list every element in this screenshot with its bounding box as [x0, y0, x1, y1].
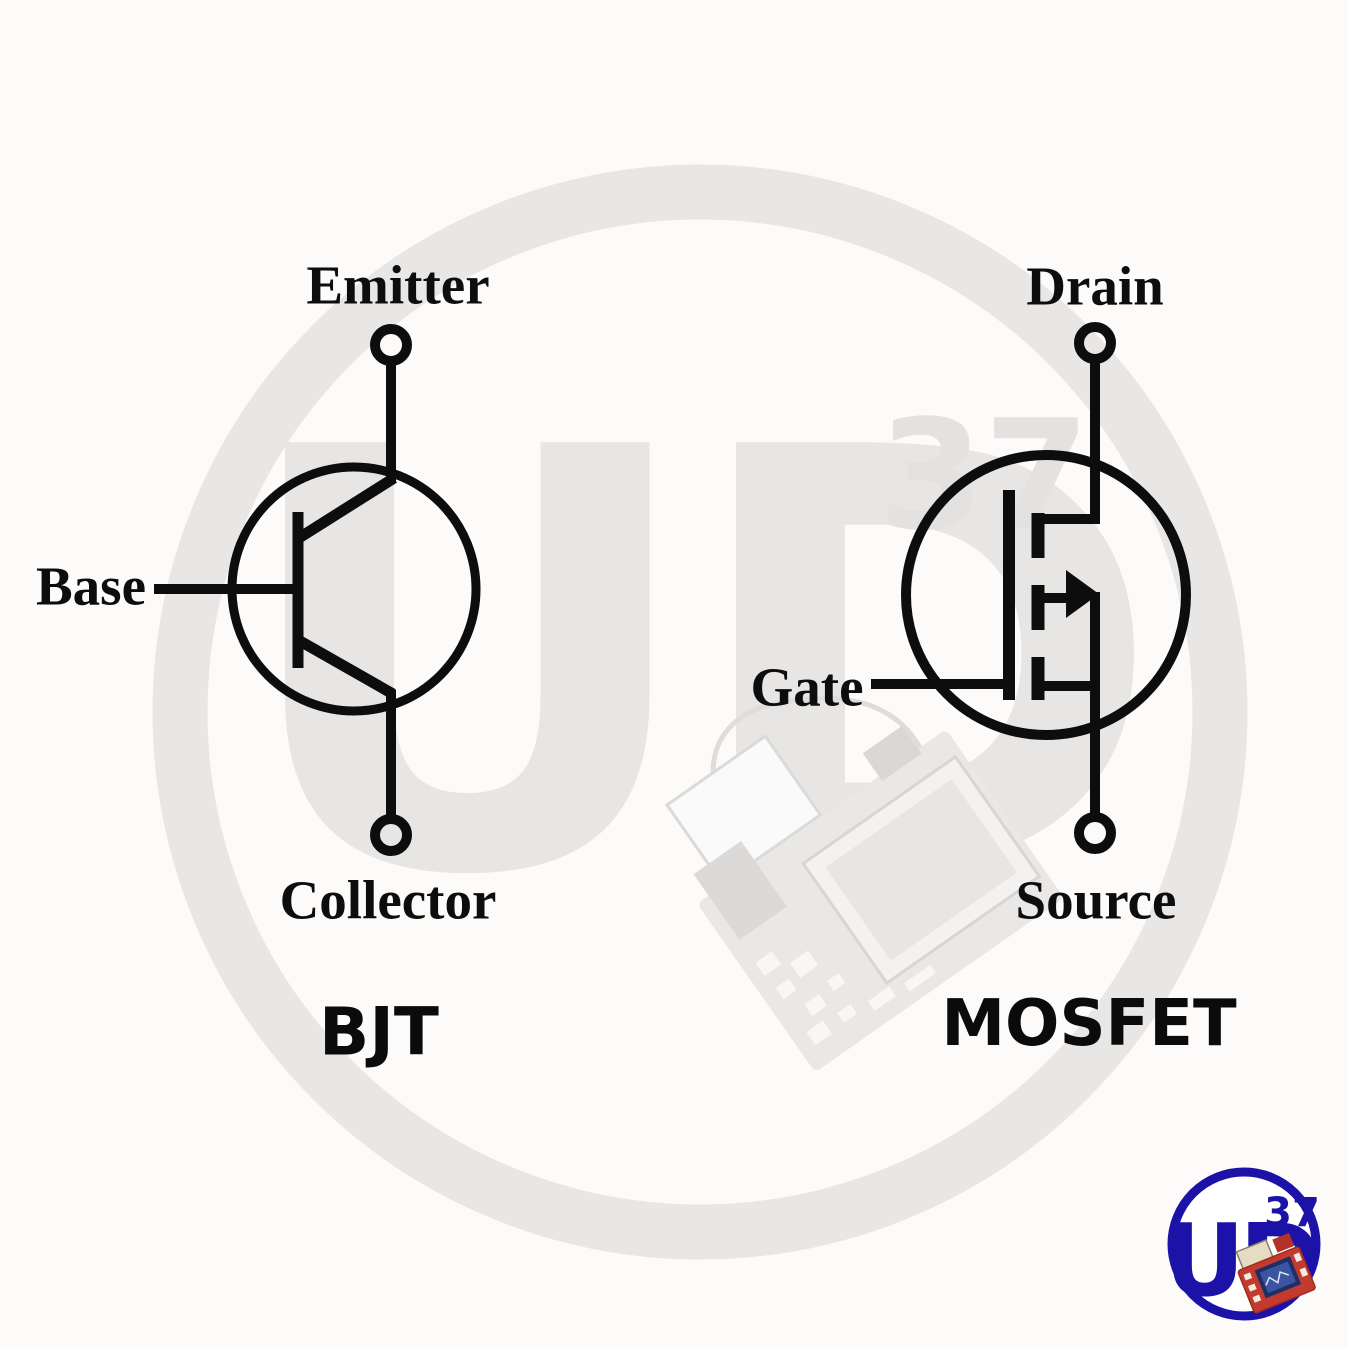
pcb-ghost-pad	[837, 1003, 858, 1023]
logo-pcb-pad	[1293, 1252, 1303, 1263]
pcb-ghost-pad	[755, 951, 782, 976]
pcb-ghost-pad	[775, 978, 797, 1000]
logo-pcb-trace	[1265, 1271, 1290, 1286]
bjt-emitter-diagonal	[296, 473, 397, 543]
mosfet-body-circle	[901, 450, 1191, 740]
logo-number-text: 37	[1264, 1190, 1320, 1236]
logo-pcb-screen-inner	[1259, 1261, 1296, 1294]
pcb-ghost-battery	[693, 841, 787, 940]
pcb-ghost-pack	[664, 734, 823, 886]
pcb-ghost-pad	[804, 994, 827, 1016]
pcb-ghost-pad	[789, 950, 819, 978]
bjt-emitter-label: Emitter	[306, 254, 490, 316]
watermark-number-text: 37	[878, 387, 1090, 564]
pcb-ghost-pad	[904, 964, 937, 992]
mosfet-gate-label: Gate	[750, 656, 864, 718]
logo-pcb-image	[1235, 1232, 1316, 1314]
bjt-collector-diagonal	[297, 636, 396, 699]
bjt-collector-terminal	[370, 814, 412, 856]
bjt-emitter-terminal	[370, 324, 412, 366]
pcb-ghost-pad	[867, 986, 897, 1012]
bjt-title: BJT	[319, 993, 439, 1071]
bjt-collector-label: Collector	[279, 869, 497, 931]
bjt-base-label: Base	[36, 555, 146, 617]
pcb-ghost-wire-right	[779, 695, 923, 750]
mosfet-body-arrow	[1066, 570, 1099, 618]
mosfet-symbol	[871, 322, 1191, 854]
pcb-ghost-connector	[862, 725, 922, 782]
logo-pcb-pad	[1252, 1294, 1262, 1303]
pcb-ghost-screen	[825, 779, 1017, 961]
watermark-pcb-image	[664, 695, 1062, 1071]
logo-pcb-connector	[1272, 1232, 1295, 1253]
mosfet-drain-terminal	[1074, 322, 1116, 364]
pcb-ghost-pad	[806, 1020, 833, 1046]
mosfet-drain-label: Drain	[1026, 255, 1164, 317]
mosfet-source-terminal	[1074, 812, 1116, 854]
logo-pcb-pad	[1243, 1272, 1253, 1281]
watermark-ring	[152, 164, 1248, 1260]
mosfet-title: MOSFET	[941, 987, 1237, 1061]
bjt-symbol	[154, 324, 481, 856]
mosfet-source-label: Source	[1015, 869, 1177, 931]
pcb-ghost-pad	[826, 973, 846, 991]
logo-pcb-pad	[1247, 1283, 1257, 1292]
logo-pcb-pad	[1299, 1267, 1309, 1278]
